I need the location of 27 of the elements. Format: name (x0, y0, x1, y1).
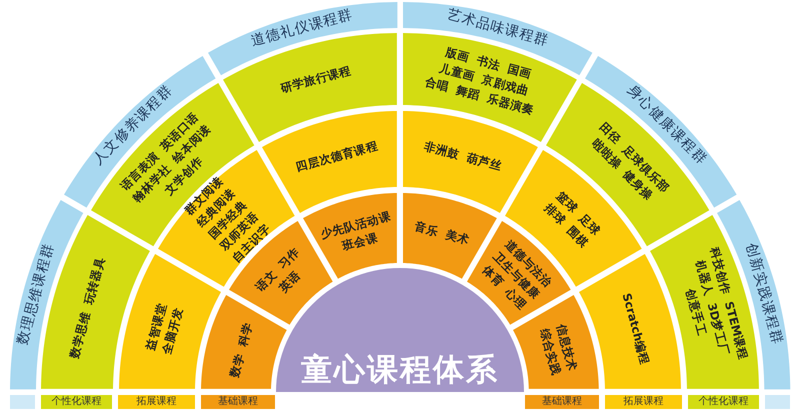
course-type-tab: 拓展课程 (118, 395, 195, 409)
course-name: 版画 (444, 46, 470, 64)
course-type-tab: 基础课程 (201, 395, 275, 409)
course-name: 研学旅行课程 (280, 64, 353, 96)
course-name: 科学 (236, 320, 256, 348)
center-title: 童心课程体系 (301, 350, 499, 390)
course-type-tab: 拓展课程 (605, 395, 682, 409)
course-name: 书法 (474, 54, 502, 73)
group-title: 道德礼仪课程群 (249, 5, 356, 50)
course-name: 合唱 (423, 75, 450, 95)
course-name: 国画 (506, 62, 532, 82)
course-type-tab: 基础课程 (525, 395, 599, 409)
course-name: 舞蹈 (454, 83, 481, 103)
course-name: 数学思维 (68, 310, 94, 360)
group-title: 数理思维课程群 (13, 241, 58, 348)
course-name: 音乐 (414, 220, 440, 240)
blank-tab (10, 395, 35, 409)
blank-tab (765, 395, 790, 409)
course-name: Scratch编程 (618, 292, 651, 366)
course-name: 美术 (444, 228, 472, 248)
course-name: 四层次德育课程 (294, 140, 380, 175)
course-name: 玩转器具 (82, 256, 108, 306)
course-type-tab: 个性化课程 (41, 395, 112, 409)
course-name: 非洲鼓 (422, 140, 461, 163)
course-name: 数学 (228, 352, 248, 378)
course-name: 葫芦丝 (464, 152, 504, 174)
course-type-tab: 个性化课程 (688, 395, 759, 409)
